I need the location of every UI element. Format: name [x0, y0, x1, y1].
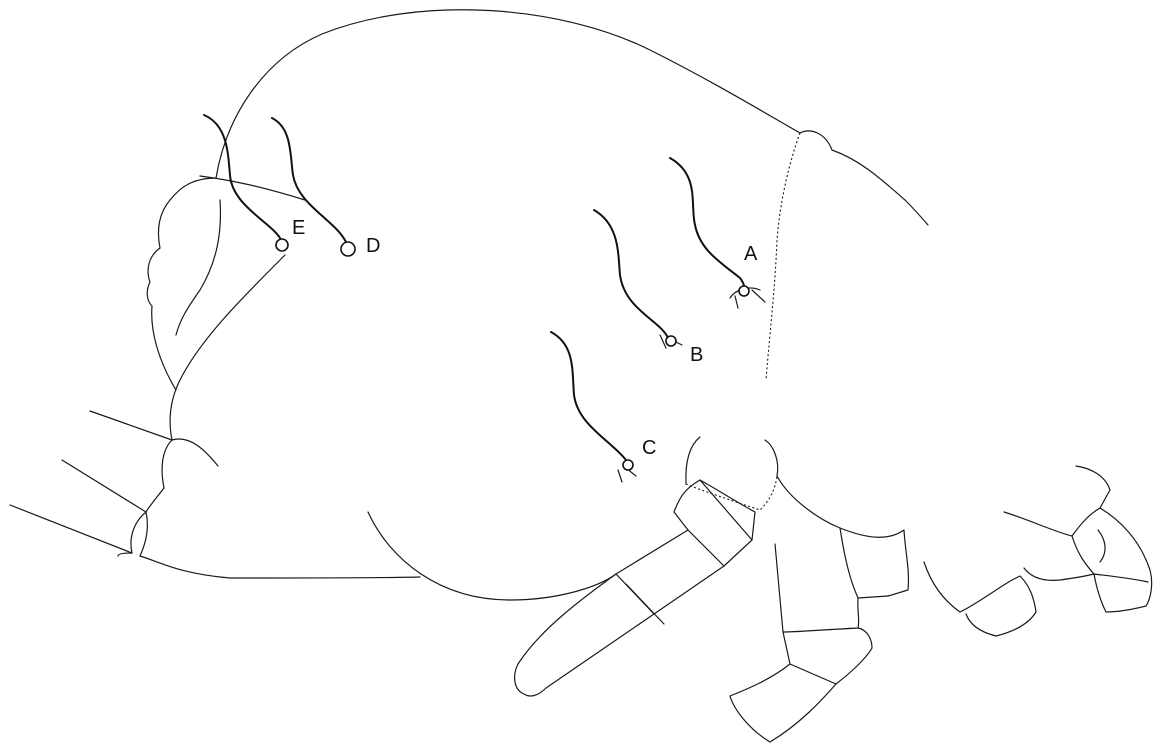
venter-curve	[368, 512, 616, 600]
chelicera-base	[140, 440, 172, 556]
leg-3-segment	[924, 562, 1012, 612]
seta-e	[204, 115, 288, 251]
leg-1-trochanter	[674, 480, 755, 566]
seta-a-hair	[670, 158, 744, 291]
dorsal-contour	[216, 10, 800, 178]
leg-3	[840, 528, 1036, 636]
leg-4-upper	[1004, 508, 1100, 536]
leg-2-segment	[783, 628, 872, 684]
seta-d	[272, 118, 355, 256]
leg-4-curve	[1098, 530, 1105, 562]
setae	[204, 115, 765, 482]
leg-4-segment-1	[1024, 568, 1094, 580]
anterior-lobe-upper	[158, 178, 216, 248]
posterior-segment-contour	[800, 131, 928, 225]
leg-1-joint	[626, 584, 664, 624]
seta-label-a: A	[744, 243, 758, 265]
palp-upper-2	[62, 460, 146, 512]
leg-3-tarsus	[966, 576, 1036, 636]
seta-b-hair	[594, 210, 668, 338]
leg-4-top	[1076, 466, 1110, 508]
seta-label-d: D	[366, 235, 380, 257]
leg-2-coxa-left	[775, 544, 859, 632]
leg-2-tarsus	[730, 664, 836, 742]
leg-2	[730, 476, 888, 742]
anterior-diagonal	[170, 255, 285, 440]
leg-1-coxa-upper	[686, 437, 700, 484]
seta-label-b: B	[690, 344, 703, 366]
leg-1-coxa-right	[765, 440, 778, 476]
ventral-contour	[140, 556, 420, 578]
segment-boundary	[766, 133, 800, 380]
leg-4-joint	[1094, 574, 1148, 582]
leg-4-tarsus	[1094, 508, 1152, 612]
palp-lower	[10, 505, 132, 553]
seta-labels: A B C D E	[292, 217, 758, 459]
seta-c-socket	[623, 460, 633, 470]
seta-c	[551, 332, 636, 482]
seta-c-hair	[551, 332, 626, 460]
leg-4-segment-2	[1072, 536, 1094, 574]
seta-a-socket	[739, 286, 749, 296]
seta-a	[670, 158, 765, 308]
palp-upper-1	[90, 411, 172, 440]
anterior-lobe-line	[200, 176, 305, 200]
chelicera-tip	[172, 439, 218, 466]
anterior-inner-fold	[176, 200, 220, 335]
seta-e-hair	[204, 115, 280, 238]
leg-4	[1004, 466, 1152, 612]
leg-1-femur	[616, 530, 724, 614]
leg-1	[515, 437, 778, 696]
seta-d-socket	[341, 242, 355, 256]
seta-d-hair	[272, 118, 346, 242]
gnathosoma	[140, 176, 305, 556]
seta-label-e: E	[292, 217, 305, 239]
leg-1-coxa-line	[700, 480, 752, 540]
anterior-lobe-mid	[147, 248, 176, 390]
leg-3-upper	[840, 528, 908, 596]
seta-label-c: C	[642, 437, 656, 459]
seta-e-socket	[276, 239, 288, 251]
leg-1-coxa-dotted	[686, 476, 777, 510]
seta-b-socket	[666, 336, 676, 346]
seta-b	[594, 210, 682, 348]
palp	[10, 411, 172, 556]
